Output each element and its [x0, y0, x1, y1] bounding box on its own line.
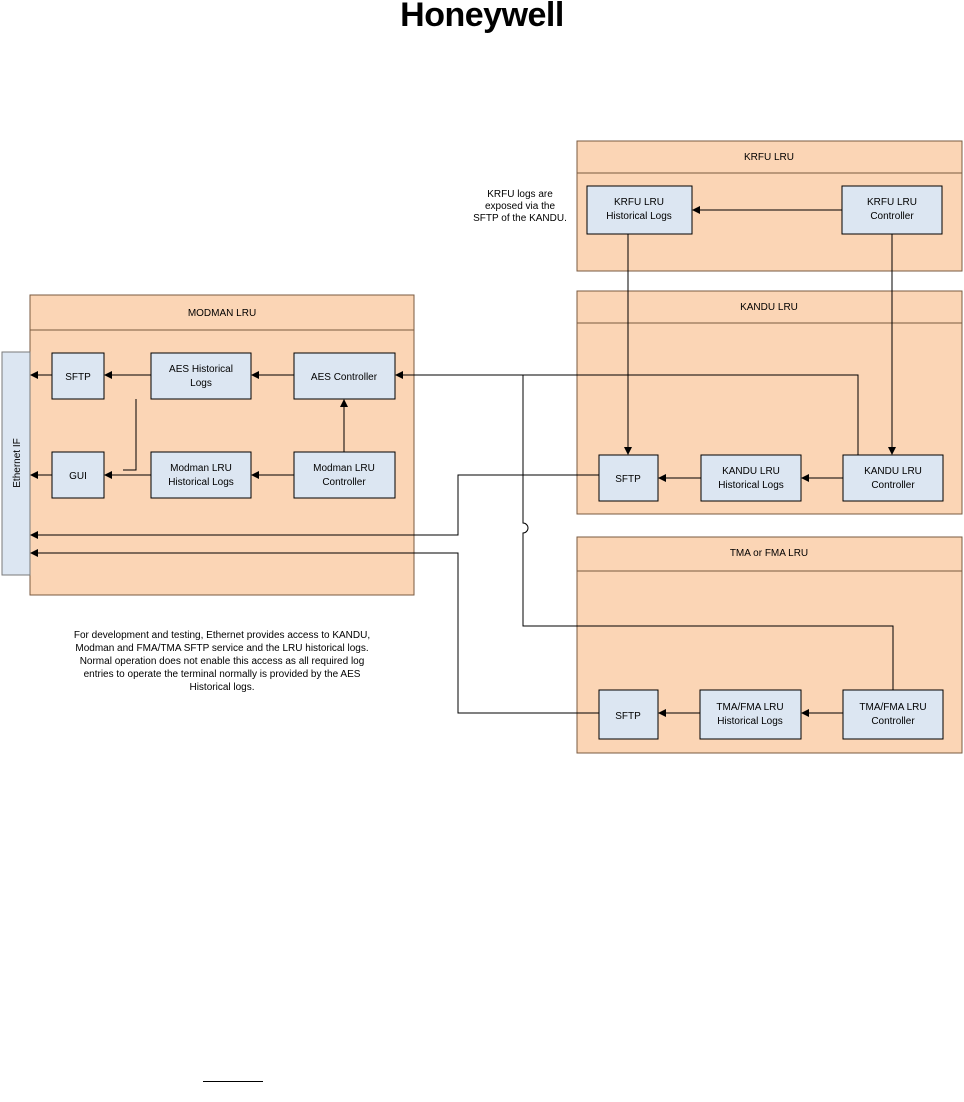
svg-text:Historical logs.: Historical logs.: [189, 682, 254, 693]
svg-text:exposed via the: exposed via the: [485, 201, 555, 212]
svg-text:SFTP of the KANDU.: SFTP of the KANDU.: [473, 213, 567, 224]
krfu-historical-logs-box: KRFU LRU Historical Logs: [586, 185, 693, 235]
modman-historical-logs-box: Modman LRU Historical Logs: [150, 451, 252, 499]
svg-text:entries to operate the termina: entries to operate the terminal normally…: [84, 669, 361, 680]
svg-text:Historical Logs: Historical Logs: [168, 477, 234, 488]
svg-text:Modman LRU: Modman LRU: [313, 463, 375, 474]
ethernet-if-panel: Ethernet IF: [1, 351, 31, 576]
svg-text:SFTP: SFTP: [615, 474, 641, 485]
svg-text:AES Controller: AES Controller: [311, 372, 378, 383]
svg-text:Controller: Controller: [871, 716, 915, 727]
svg-text:Modman and FMA/TMA SFTP servic: Modman and FMA/TMA SFTP service and the …: [75, 643, 368, 654]
krfu-controller-box: KRFU LRU Controller: [841, 185, 943, 235]
svg-text:KRFU LRU: KRFU LRU: [867, 197, 917, 208]
svg-text:Historical Logs: Historical Logs: [606, 211, 672, 222]
svg-text:KRFU LRU: KRFU LRU: [614, 197, 664, 208]
svg-text:KANDU LRU: KANDU LRU: [864, 466, 922, 477]
lru-krfu-title: KRFU LRU: [744, 152, 794, 163]
svg-text:Controller: Controller: [870, 211, 914, 222]
modman-controller-box: Modman LRU Controller: [293, 451, 396, 499]
svg-text:KRFU logs are: KRFU logs are: [487, 189, 553, 200]
svg-text:SFTP: SFTP: [615, 711, 641, 722]
svg-text:GUI: GUI: [69, 471, 87, 482]
svg-text:Modman LRU: Modman LRU: [170, 463, 232, 474]
lru-kandu-title: KANDU LRU: [740, 302, 798, 313]
svg-text:SFTP: SFTP: [65, 372, 91, 383]
svg-text:Controller: Controller: [871, 480, 915, 491]
svg-text:For development and testing, E: For development and testing, Ethernet pr…: [74, 630, 370, 641]
ethernet-if-label: Ethernet IF: [12, 438, 23, 487]
aes-historical-logs-box: AES Historical Logs: [150, 352, 252, 400]
kandu-sftp-box: SFTP: [598, 454, 659, 502]
svg-text:Normal operation does not enab: Normal operation does not enable this ac…: [80, 656, 365, 667]
gui-box: GUI: [51, 451, 105, 499]
aes-controller-box: AES Controller: [293, 352, 396, 400]
svg-text:Historical Logs: Historical Logs: [717, 716, 783, 727]
honeywell-logo: Honeywell: [400, 0, 564, 34]
svg-text:AES Historical: AES Historical: [169, 364, 233, 375]
tma-sftp-box: SFTP: [598, 689, 659, 740]
krfu-note: KRFU logs are exposed via the SFTP of th…: [473, 189, 567, 224]
svg-text:TMA/FMA LRU: TMA/FMA LRU: [859, 702, 926, 713]
connection-lines: [30, 206, 896, 717]
svg-text:KANDU LRU: KANDU LRU: [722, 466, 780, 477]
tma-historical-logs-box: TMA/FMA LRU Historical Logs: [699, 689, 802, 740]
lru-tma-title: TMA or FMA LRU: [730, 548, 808, 559]
lru-modman-title: MODMAN LRU: [188, 308, 256, 319]
development-note: For development and testing, Ethernet pr…: [74, 630, 370, 693]
tma-controller-box: TMA/FMA LRU Controller: [842, 689, 944, 740]
kandu-historical-logs-box: KANDU LRU Historical Logs: [700, 454, 802, 502]
svg-text:Controller: Controller: [322, 477, 366, 488]
svg-text:Logs: Logs: [190, 378, 212, 389]
lru-modman: MODMAN LRU: [29, 294, 415, 596]
svg-text:TMA/FMA LRU: TMA/FMA LRU: [716, 702, 783, 713]
svg-text:Historical Logs: Historical Logs: [718, 480, 784, 491]
kandu-controller-box: KANDU LRU Controller: [842, 454, 944, 502]
modman-sftp-box: SFTP: [51, 352, 105, 400]
footer-rule: [203, 1081, 263, 1082]
